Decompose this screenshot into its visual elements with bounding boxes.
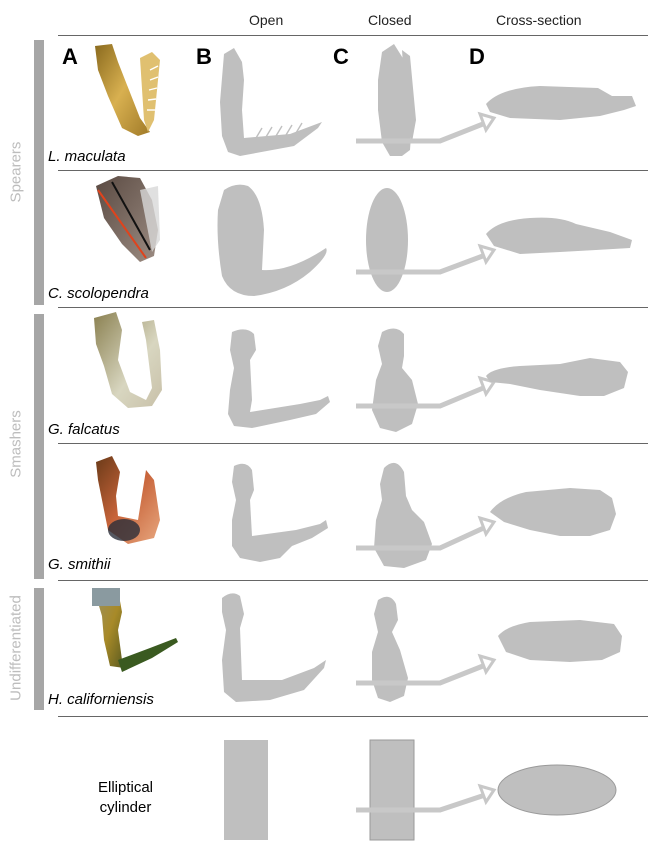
open-silhouette-g-smithii	[232, 464, 328, 562]
cross-section-l-maculata	[486, 86, 636, 120]
specimen-photo-c-scolopendra	[96, 176, 160, 262]
arrowhead-h-californiensis	[480, 656, 494, 672]
specimen-photo-h-californiensis	[92, 588, 178, 672]
specimen-photo-l-maculata	[95, 44, 160, 136]
open-silhouette-h-californiensis	[222, 593, 326, 702]
cross-section-h-californiensis	[498, 620, 622, 662]
closed-silhouette-g-falcatus	[372, 328, 418, 432]
arrow-l-maculata	[356, 122, 488, 141]
closed-silhouette-g-smithii	[374, 463, 432, 568]
open-silhouette-l-maculata	[220, 48, 322, 156]
arrowhead-c-scolopendra	[480, 246, 494, 262]
arrowhead-reference	[480, 786, 494, 802]
cross-section-g-falcatus	[486, 358, 628, 396]
closed-silhouette-h-californiensis	[372, 597, 408, 702]
reference-closed-rectangle	[370, 740, 414, 840]
reference-cross-section-ellipse	[498, 765, 616, 815]
arrowhead-l-maculata	[480, 114, 494, 130]
reference-open-rectangle	[224, 740, 268, 840]
arrowhead-g-smithii	[480, 518, 494, 534]
open-silhouette-g-falcatus	[228, 329, 330, 428]
open-silhouette-c-scolopendra	[218, 185, 327, 296]
specimen-photo-g-falcatus	[94, 312, 162, 408]
cross-section-g-smithii	[490, 488, 616, 536]
specimen-photo-g-smithii	[96, 456, 160, 544]
closed-silhouette-c-scolopendra	[366, 188, 408, 292]
cross-section-c-scolopendra	[486, 218, 632, 254]
